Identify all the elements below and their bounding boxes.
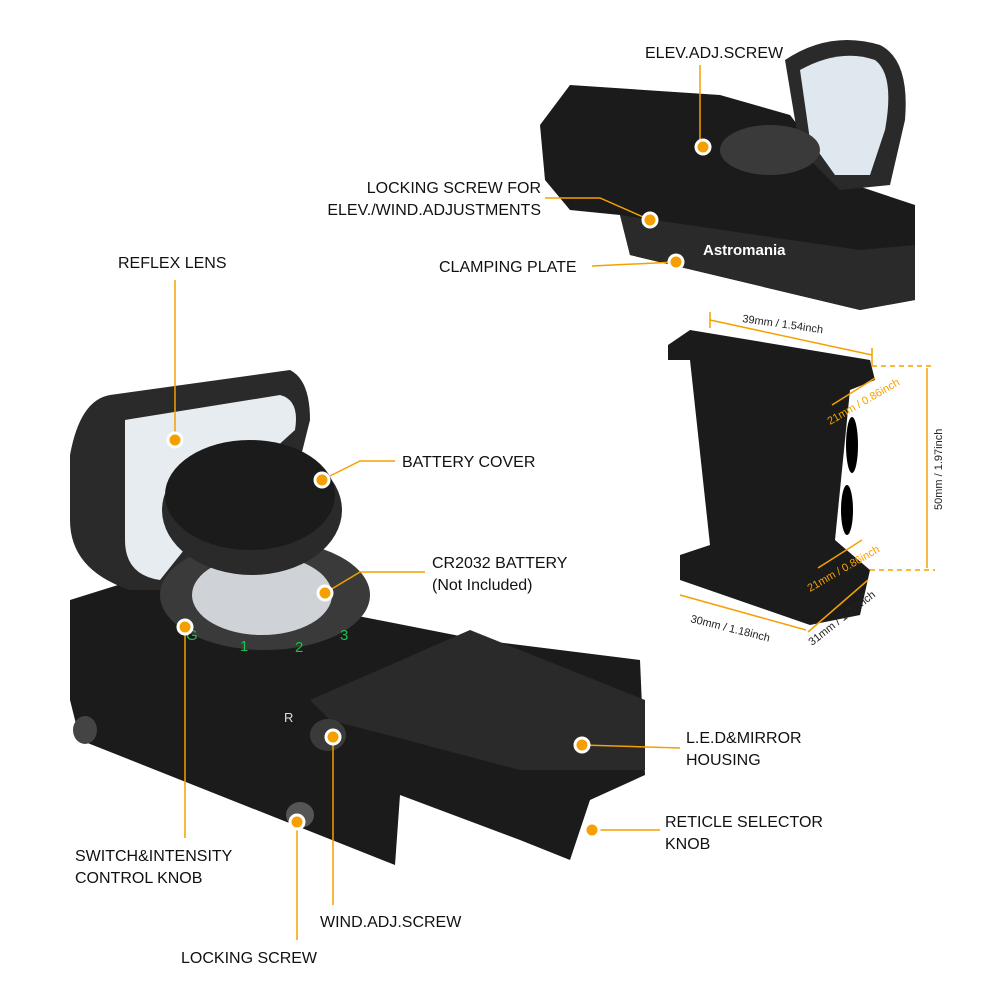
label-locking-screw: LOCKING SCREW [181, 950, 318, 967]
label-control-knob: CONTROL KNOB [75, 870, 202, 887]
sight-main-view: G 1 2 3 R [70, 370, 645, 865]
callout-dot [573, 736, 591, 754]
label-led-mirror: L.E.D&MIRROR [686, 730, 802, 747]
label-clamping-plate: CLAMPING PLATE [439, 259, 577, 276]
label-housing: HOUSING [686, 752, 761, 769]
label-switch-intensity: SWITCH&INTENSITY [75, 848, 233, 865]
knob-mark-2: 2 [295, 639, 303, 656]
label-elev-adj-screw: ELEV.ADJ.SCREW [645, 45, 784, 62]
callout-dot [694, 138, 712, 156]
callout-dot [176, 618, 194, 636]
callout-dot [288, 813, 306, 831]
callout-dot [166, 431, 184, 449]
knob-mark-r: R [284, 710, 293, 725]
leader-lines [174, 65, 701, 940]
knob-mark-g: G [186, 627, 198, 644]
callout-dot [313, 471, 331, 489]
label-cr2032-battery: CR2032 BATTERY [432, 555, 568, 572]
callout-labels: ELEV.ADJ.SCREW LOCKING SCREW FOR ELEV./W… [75, 45, 823, 967]
mount-dimension-view: 39mm / 1.54inch 50mm / 1.97inch 21mm / 0… [668, 312, 945, 648]
sight-top-view: Astromania [540, 40, 915, 310]
label-reticle-selector: RETICLE SELECTOR [665, 814, 823, 831]
callout-dot [316, 584, 334, 602]
dim-base-width: 30mm / 1.18inch [689, 613, 771, 644]
callout-dot [583, 821, 601, 839]
callout-dot [667, 253, 685, 271]
knob-mark-3: 3 [340, 627, 348, 644]
label-wind-adj-screw: WIND.ADJ.SCREW [320, 914, 462, 931]
label-not-included: (Not Included) [432, 577, 533, 594]
label-elev-wind-adjustments: ELEV./WIND.ADJUSTMENTS [327, 202, 541, 219]
label-locking-screw-for: LOCKING SCREW FOR [367, 180, 541, 197]
dim-height: 50mm / 1.97inch [933, 429, 945, 510]
knob-mark-1: 1 [240, 638, 248, 655]
callout-dots [166, 138, 712, 839]
callout-dot [641, 211, 659, 229]
label-battery-cover: BATTERY COVER [402, 454, 535, 471]
label-reflex-lens: REFLEX LENS [118, 255, 226, 272]
brand-logo: Astromania [703, 242, 786, 259]
dim-top-width: 39mm / 1.54inch [742, 313, 824, 336]
label-knob: KNOB [665, 836, 710, 853]
callout-dot [324, 728, 342, 746]
